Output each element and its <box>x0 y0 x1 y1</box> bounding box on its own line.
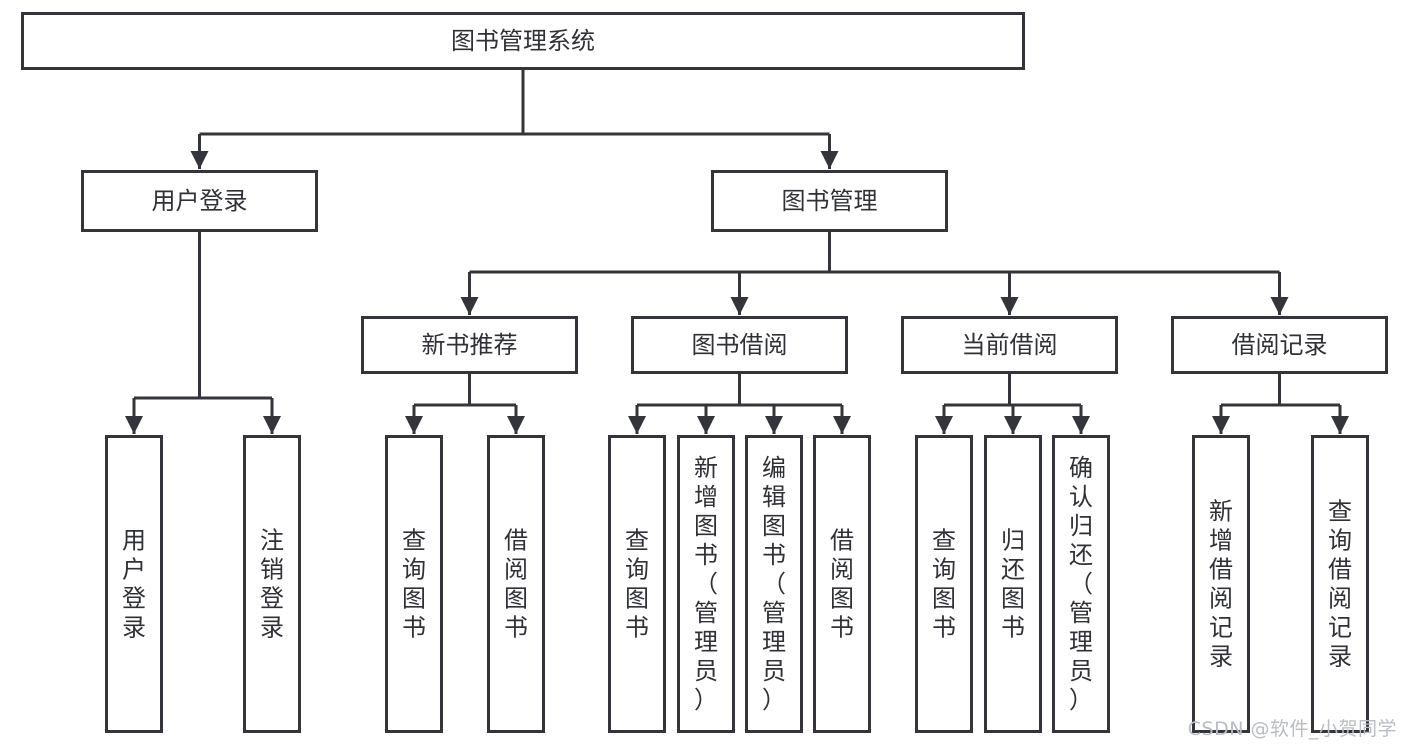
arrow-head-icon <box>507 416 525 434</box>
node-box-leaf-query-borrow-record[interactable] <box>1311 435 1369 733</box>
node-box-leaf-return-book[interactable] <box>984 435 1042 733</box>
node-leaf-add-borrow-record[interactable]: 新增借阅记录 <box>1192 435 1250 733</box>
node-root[interactable]: 图书管理系统 <box>21 12 1025 70</box>
arrow-head-icon <box>730 297 749 315</box>
arrow-head-icon <box>833 416 851 434</box>
node-leaf-borrow-book[interactable]: 借阅图书 <box>813 435 871 733</box>
node-label-leaf-add-borrow-record: 新增借阅记录 <box>1209 498 1233 671</box>
node-leaf-user-login[interactable]: 用户登录 <box>105 435 163 733</box>
arrow-head-icon <box>820 151 839 169</box>
node-box-leaf-query-book-recommend[interactable] <box>385 435 443 733</box>
node-label-root: 图书管理系统 <box>451 27 595 55</box>
node-box-user-login[interactable] <box>81 170 318 232</box>
node-label-leaf-logout-login: 注销登录 <box>260 527 284 642</box>
node-box-leaf-borrow-book-recommend[interactable] <box>487 435 545 733</box>
arrow-head-icon <box>405 416 423 434</box>
node-leaf-borrow-book-recommend[interactable]: 借阅图书 <box>487 435 545 733</box>
node-box-current-borrow[interactable] <box>901 316 1118 374</box>
node-leaf-add-book-admin[interactable]: 新增图书（管理员） <box>677 435 735 733</box>
node-box-root[interactable] <box>21 12 1025 70</box>
arrow-head-icon <box>1270 297 1289 315</box>
node-leaf-query-book-borrow[interactable]: 查询图书 <box>608 435 666 733</box>
node-leaf-query-book-recommend[interactable]: 查询图书 <box>385 435 443 733</box>
node-label-leaf-query-book-recommend: 查询图书 <box>402 527 426 642</box>
node-layer: 图书管理系统用户登录图书管理新书推荐图书借阅当前借阅借阅记录用户登录注销登录查询… <box>21 12 1388 733</box>
connector-group-new-book-recommend <box>405 374 525 434</box>
node-user-login[interactable]: 用户登录 <box>81 170 318 232</box>
node-label-leaf-borrow-book: 借阅图书 <box>830 527 854 642</box>
node-box-leaf-add-borrow-record[interactable] <box>1192 435 1250 733</box>
node-box-leaf-query-book-borrow[interactable] <box>608 435 666 733</box>
arrow-head-icon <box>125 416 143 434</box>
connector-group-user-login <box>125 232 281 434</box>
node-box-borrow-record[interactable] <box>1171 316 1388 374</box>
arrow-head-icon <box>1072 416 1090 434</box>
node-label-leaf-borrow-book-recommend: 借阅图书 <box>504 527 528 642</box>
arrow-head-icon <box>697 416 715 434</box>
arrow-head-icon <box>1212 416 1230 434</box>
connector-group-book-borrow <box>628 374 851 434</box>
node-label-book-borrow: 图书借阅 <box>692 331 788 359</box>
node-label-leaf-query-borrow-record: 查询借阅记录 <box>1328 498 1352 671</box>
node-box-leaf-borrow-book[interactable] <box>813 435 871 733</box>
node-box-new-book-recommend[interactable] <box>361 316 578 374</box>
node-box-book-management[interactable] <box>711 170 948 232</box>
node-label-leaf-user-login: 用户登录 <box>122 527 146 642</box>
arrow-head-icon <box>628 416 646 434</box>
node-label-leaf-confirm-return-admin: 确认归还（管理员） <box>1069 454 1093 714</box>
node-book-borrow[interactable]: 图书借阅 <box>631 316 848 374</box>
node-leaf-return-book[interactable]: 归还图书 <box>984 435 1042 733</box>
connector-group-current-borrow <box>935 374 1090 434</box>
node-book-management[interactable]: 图书管理 <box>711 170 948 232</box>
arrow-head-icon <box>935 416 953 434</box>
node-box-leaf-query-book-current[interactable] <box>915 435 973 733</box>
node-box-leaf-add-book-admin[interactable] <box>677 435 735 733</box>
arrow-head-icon <box>1000 297 1019 315</box>
node-new-book-recommend[interactable]: 新书推荐 <box>361 316 578 374</box>
node-box-leaf-edit-book-admin[interactable] <box>745 435 803 733</box>
node-label-leaf-add-book-admin: 新增图书（管理员） <box>694 454 718 714</box>
node-box-book-borrow[interactable] <box>631 316 848 374</box>
connector-group-borrow-record <box>1212 374 1349 434</box>
node-label-borrow-record: 借阅记录 <box>1232 331 1328 359</box>
node-current-borrow[interactable]: 当前借阅 <box>901 316 1118 374</box>
node-label-new-book-recommend: 新书推荐 <box>422 331 518 359</box>
node-box-leaf-user-login[interactable] <box>105 435 163 733</box>
arrow-head-icon <box>460 297 479 315</box>
node-leaf-query-book-current[interactable]: 查询图书 <box>915 435 973 733</box>
node-label-current-borrow: 当前借阅 <box>962 331 1058 359</box>
connector-group-book-management <box>460 232 1289 315</box>
connector-layer <box>125 70 1349 434</box>
arrow-head-icon <box>263 416 281 434</box>
node-borrow-record[interactable]: 借阅记录 <box>1171 316 1388 374</box>
node-label-user-login: 用户登录 <box>152 187 248 215</box>
node-label-leaf-query-book-borrow: 查询图书 <box>625 527 649 642</box>
node-leaf-edit-book-admin[interactable]: 编辑图书（管理员） <box>745 435 803 733</box>
node-leaf-query-borrow-record[interactable]: 查询借阅记录 <box>1311 435 1369 733</box>
arrow-head-icon <box>190 151 209 169</box>
node-label-leaf-return-book: 归还图书 <box>1001 527 1025 642</box>
node-box-leaf-logout-login[interactable] <box>243 435 301 733</box>
arrow-head-icon <box>765 416 783 434</box>
arrow-head-icon <box>1004 416 1022 434</box>
node-label-leaf-query-book-current: 查询图书 <box>932 527 956 642</box>
arrow-head-icon <box>1331 416 1349 434</box>
node-label-leaf-edit-book-admin: 编辑图书（管理员） <box>762 454 786 714</box>
node-label-book-management: 图书管理 <box>782 187 878 215</box>
node-leaf-confirm-return-admin[interactable]: 确认归还（管理员） <box>1052 435 1110 733</box>
node-leaf-logout-login[interactable]: 注销登录 <box>243 435 301 733</box>
node-box-leaf-confirm-return-admin[interactable] <box>1052 435 1110 733</box>
connector-group-root <box>190 70 839 169</box>
